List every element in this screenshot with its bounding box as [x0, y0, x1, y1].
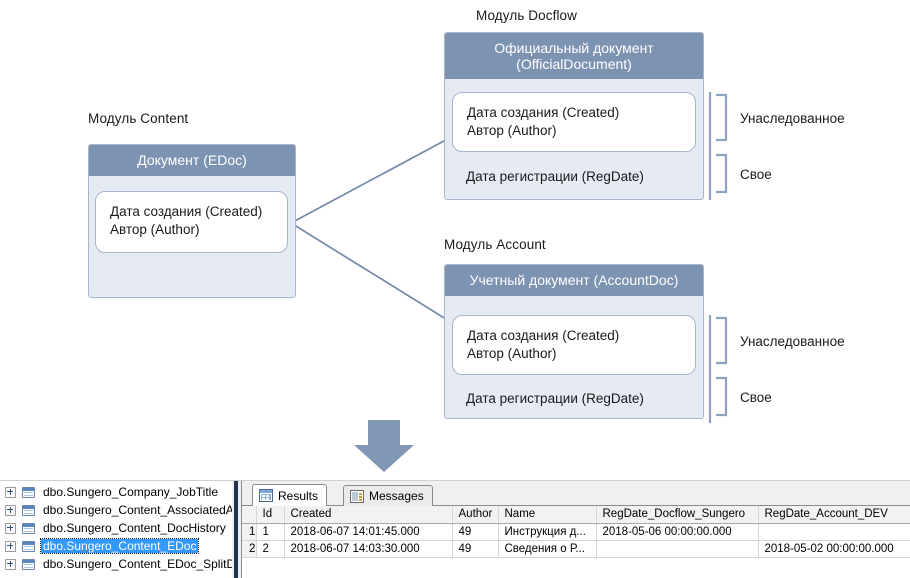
expand-plus-icon[interactable] — [5, 540, 16, 552]
table-icon — [22, 504, 35, 516]
cell-rownum[interactable]: 2 — [242, 540, 257, 558]
module-label-account: Модуль Account — [444, 237, 546, 252]
ssms-panel: dbo.Sungero_Company_JobTitle dbo.Sungero… — [0, 480, 910, 578]
brace-label-docflow-inherited: Унаследованное — [740, 111, 845, 126]
brace-label-account-own: Свое — [740, 390, 772, 405]
entity-officialdocument-title-line1: Официальный документ — [494, 39, 654, 56]
cell-regdate-docflow[interactable] — [596, 540, 759, 558]
tree-item-label: dbo.Sungero_Content_DocHistory — [43, 521, 226, 535]
col-header-regdate-account[interactable]: RegDate_Account_DEV — [758, 506, 910, 524]
cell-created[interactable]: 2018-06-07 14:01:45.000 — [284, 523, 453, 541]
pane-splitter[interactable] — [232, 481, 241, 578]
expand-plus-icon[interactable] — [5, 558, 16, 570]
table-icon — [22, 540, 35, 552]
tree-item-label: dbo.Sungero_Content_EDoc — [39, 538, 200, 554]
col-header-name[interactable]: Name — [498, 506, 597, 524]
cell-regdate-account[interactable] — [758, 523, 910, 541]
results-grid-header-row: Id Created Author Name RegDate_Docflow_S… — [242, 506, 910, 524]
cell-name[interactable]: Инструкция д... — [498, 523, 597, 541]
architecture-diagram: Модуль Content Модуль Docflow Модуль Acc… — [88, 8, 845, 472]
table-row[interactable]: 2 2 2018-06-07 14:03:30.000 49 Сведения … — [242, 540, 910, 558]
tree-item-selected[interactable]: dbo.Sungero_Content_EDoc — [0, 537, 232, 555]
entity-officialdocument-field-created: Дата создания (Created) — [467, 105, 620, 120]
expand-plus-icon[interactable] — [5, 504, 16, 516]
results-grid-icon — [259, 489, 273, 502]
col-header-author[interactable]: Author — [452, 506, 499, 524]
tab-results-label: Results — [278, 488, 319, 503]
tree-item-label: dbo.Sungero_Content_AssociatedA — [43, 503, 234, 517]
cell-author[interactable]: 49 — [452, 523, 499, 541]
cell-author[interactable]: 49 — [452, 540, 499, 558]
tree-item[interactable]: dbo.Sungero_Company_JobTitle — [0, 483, 232, 501]
cell-rownum[interactable]: 1 — [242, 523, 257, 541]
entity-accountdoc-title: Учетный документ (AccountDoc) — [445, 265, 703, 296]
module-label-docflow: Модуль Docflow — [476, 8, 578, 23]
table-icon — [22, 486, 35, 498]
cell-name[interactable]: Сведения о Р... — [498, 540, 597, 558]
tab-results[interactable]: Results — [252, 484, 328, 506]
tree-item[interactable]: dbo.Sungero_Content_DocHistory — [0, 519, 232, 537]
cell-regdate-account[interactable]: 2018-05-02 00:00:00.000 — [758, 540, 910, 558]
brace-label-account-inherited: Унаследованное — [740, 334, 845, 349]
tree-item[interactable]: dbo.Sungero_Content_AssociatedA — [0, 501, 234, 519]
object-explorer-tree[interactable]: dbo.Sungero_Company_JobTitle dbo.Sungero… — [0, 481, 235, 578]
col-header-created[interactable]: Created — [284, 506, 453, 524]
entity-officialdocument-field-regdate: Дата регистрации (RegDate) — [466, 169, 644, 184]
expand-plus-icon[interactable] — [5, 486, 16, 498]
entity-edoc-title: Документ (EDoc) — [89, 145, 295, 176]
entity-edoc-field-author: Автор (Author) — [110, 222, 200, 238]
tree-item-label: dbo.Sungero_Content_EDoc_SplitD — [43, 557, 236, 571]
table-row[interactable]: 1 1 2018-06-07 14:01:45.000 49 Инструкци… — [242, 523, 910, 541]
tree-item[interactable]: dbo.Sungero_Content_EDoc_SplitD — [0, 555, 235, 573]
table-icon — [22, 558, 35, 570]
entity-accountdoc-field-regdate: Дата регистрации (RegDate) — [466, 391, 644, 406]
entity-accountdoc-field-created: Дата создания (Created) — [467, 328, 620, 343]
tree-item-label: dbo.Sungero_Company_JobTitle — [43, 485, 219, 499]
cell-regdate-docflow[interactable]: 2018-05-06 00:00:00.000 — [596, 523, 759, 541]
entity-officialdocument-title: Официальный документ (OfficialDocument) — [445, 33, 703, 79]
col-header-id[interactable]: Id — [256, 506, 285, 524]
cell-created[interactable]: 2018-06-07 14:03:30.000 — [284, 540, 453, 558]
tab-messages[interactable]: Messages — [343, 485, 433, 506]
entity-officialdocument-title-line2: (OfficialDocument) — [516, 56, 632, 72]
cell-id[interactable]: 2 — [256, 540, 285, 558]
entity-officialdocument-field-author: Автор (Author) — [467, 123, 557, 139]
entity-officialdocument-inherited-block: Дата создания (Created) Автор (Author) — [452, 92, 696, 152]
results-grid[interactable]: Id Created Author Name RegDate_Docflow_S… — [242, 506, 910, 558]
brace-label-docflow-own: Свое — [740, 167, 772, 182]
expand-plus-icon[interactable] — [5, 522, 16, 534]
entity-accountdoc-field-author: Автор (Author) — [467, 346, 557, 362]
entity-edoc-inherited-block: Дата создания (Created) Автор (Author) — [95, 191, 288, 253]
messages-icon — [350, 489, 364, 503]
col-header-regdate-docflow[interactable]: RegDate_Docflow_Sungero — [596, 506, 759, 524]
module-label-content: Модуль Content — [88, 111, 189, 126]
col-header-rownum[interactable] — [242, 506, 257, 524]
cell-id[interactable]: 1 — [256, 523, 285, 541]
tab-messages-label: Messages — [369, 489, 424, 503]
results-pane: Results Messages Id Created Author Name … — [241, 481, 910, 578]
entity-accountdoc-inherited-block: Дата создания (Created) Автор (Author) — [452, 315, 696, 375]
entity-edoc-field-created: Дата создания (Created) — [110, 204, 263, 219]
table-icon — [22, 522, 35, 534]
